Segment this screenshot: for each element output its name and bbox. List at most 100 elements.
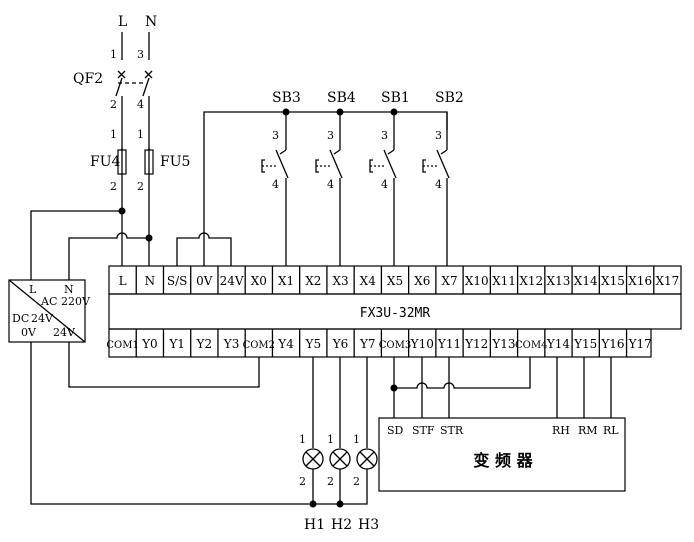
sb1-pin-4: 4: [381, 178, 388, 191]
plc-terminal-x1: X1: [278, 274, 294, 288]
plc-terminal-com1: COM1: [106, 340, 138, 351]
plc-terminal-24v: 24V: [220, 274, 244, 288]
sb1-pin-3: 3: [381, 129, 388, 142]
h3-pin-2: 2: [353, 475, 360, 488]
button-sb1: [369, 149, 397, 266]
fuse-fu5-label: FU5: [160, 154, 190, 170]
button-sb4: [315, 149, 343, 266]
plc-terminal-0v: 0V: [196, 274, 213, 288]
vfd-stf-label: STF: [412, 424, 435, 437]
qf2-pin-2: 2: [110, 98, 117, 111]
h2-pin-2: 2: [327, 475, 334, 488]
plc-terminal-x5: X5: [387, 274, 403, 288]
plc-terminal-y5: Y5: [305, 337, 322, 351]
fuses: 1 1 FU4 FU5 2 2: [90, 128, 190, 266]
psu-n-label: N: [64, 283, 74, 296]
vfd-title: 变 频 器: [473, 451, 533, 470]
button-sb3-label: SB3: [272, 90, 301, 106]
lamp-h2: [329, 448, 351, 470]
plc-terminal-y15: Y15: [573, 337, 597, 351]
plc-terminal-l: L: [119, 274, 127, 288]
plc-terminal-y11: Y11: [437, 337, 461, 351]
plc-terminal-x4: X4: [360, 274, 377, 288]
plc-terminal-x11: X11: [492, 274, 516, 288]
plc-terminal-y7: Y7: [359, 337, 376, 351]
plc-terminal-n: N: [145, 274, 156, 288]
plc-terminal-y0: Y0: [141, 337, 158, 351]
plc-terminal-x10: X10: [465, 274, 489, 288]
plc-terminal-x3: X3: [332, 274, 348, 288]
psu-dc-label: DC: [12, 312, 29, 325]
sb2-pin-4: 4: [435, 178, 442, 191]
plc-terminal-x17: X17: [656, 274, 680, 288]
vfd: 变 频 器 SD STF STR RH RM RL: [378, 417, 626, 492]
sb4-pin-3: 3: [327, 129, 334, 142]
vfd-str-label: STR: [440, 424, 464, 437]
plc-terminal-y14: Y14: [546, 337, 571, 351]
vfd-rl-label: RL: [603, 424, 619, 437]
h3-pin-1: 1: [353, 433, 360, 446]
fu4-pin-1: 1: [110, 128, 117, 141]
plc-terminal-com4: COM4: [515, 340, 547, 351]
sb4-pin-4: 4: [327, 178, 334, 191]
plc-terminal-y16: Y16: [600, 337, 624, 351]
plc-terminal-y12: Y12: [464, 337, 488, 351]
plc-terminal-com2: COM2: [243, 340, 275, 351]
plc-terminal-y2: Y2: [196, 337, 213, 351]
lamp-h1-label: H1: [304, 517, 325, 533]
lamp-h3-label: H3: [358, 517, 379, 533]
fu5-pin-2: 2: [137, 180, 144, 193]
plc-terminal-y1: Y1: [168, 337, 185, 351]
h1-pin-1: 1: [299, 433, 306, 446]
plc-terminal-x7: X7: [441, 274, 457, 288]
supply-and-breaker: L N 1 3 QF2 2 4: [73, 14, 157, 150]
h1-pin-2: 2: [299, 475, 306, 488]
h2-pin-1: 1: [327, 433, 334, 446]
fuse-fu4-label: FU4: [90, 154, 121, 170]
psu-l-label: L: [29, 283, 37, 296]
plc-terminal-y10: Y10: [410, 337, 434, 351]
lamp-h2-label: H2: [331, 517, 352, 533]
plc-terminal-y6: Y6: [332, 337, 349, 351]
lamp-h1: [302, 448, 324, 470]
breaker-label: QF2: [73, 71, 103, 87]
lamp-h3: [356, 448, 378, 470]
psu-0v-label: 0V: [21, 326, 37, 339]
psu-24v-label: 24V: [53, 326, 76, 339]
plc-terminal-x14: X14: [574, 274, 598, 288]
plc-model-label: FX3U-32MR: [360, 306, 431, 321]
button-sb4-label: SB4: [327, 90, 356, 106]
power-supply-module: L N AC 220V DC 24V 0V 24V: [8, 279, 91, 343]
supply-n-label: N: [145, 14, 157, 30]
plc-terminal-com3: COM3: [379, 340, 411, 351]
plc-terminal-x15: X15: [601, 274, 625, 288]
plc-terminal-ss: S/S: [167, 274, 187, 288]
plc-terminal-y4: Y4: [277, 337, 294, 351]
button-sb2: [422, 149, 450, 266]
vfd-rm-label: RM: [578, 424, 598, 437]
qf2-pin-1: 1: [110, 48, 117, 61]
plc-terminal-x0: X0: [251, 274, 267, 288]
vfd-sd-label: SD: [387, 424, 404, 437]
plc-terminal-x2: X2: [305, 274, 321, 288]
pushbuttons: SB3 SB4 SB1 SB2 3 3 3 3: [203, 90, 464, 266]
lamps: 1 1 1 2 2 2 H1 H2 H3: [299, 357, 379, 533]
plc-terminal-x13: X13: [547, 274, 571, 288]
button-sb3: [261, 149, 289, 266]
plc-terminal-x16: X16: [628, 274, 652, 288]
plc-terminal-y13: Y13: [491, 337, 515, 351]
plc-terminal-x12: X12: [519, 274, 543, 288]
plc-terminal-y3: Y3: [223, 337, 240, 351]
fu5-pin-1: 1: [137, 128, 144, 141]
button-sb2-label: SB2: [435, 90, 464, 106]
sb2-pin-3: 3: [435, 129, 442, 142]
qf2-pin-3: 3: [137, 48, 144, 61]
sb3-pin-4: 4: [272, 178, 279, 191]
psu-dc24v-label: 24V: [31, 312, 54, 325]
fu4-pin-2: 2: [110, 180, 117, 193]
button-sb1-label: SB1: [381, 90, 410, 106]
plc-terminal-x6: X6: [414, 274, 430, 288]
